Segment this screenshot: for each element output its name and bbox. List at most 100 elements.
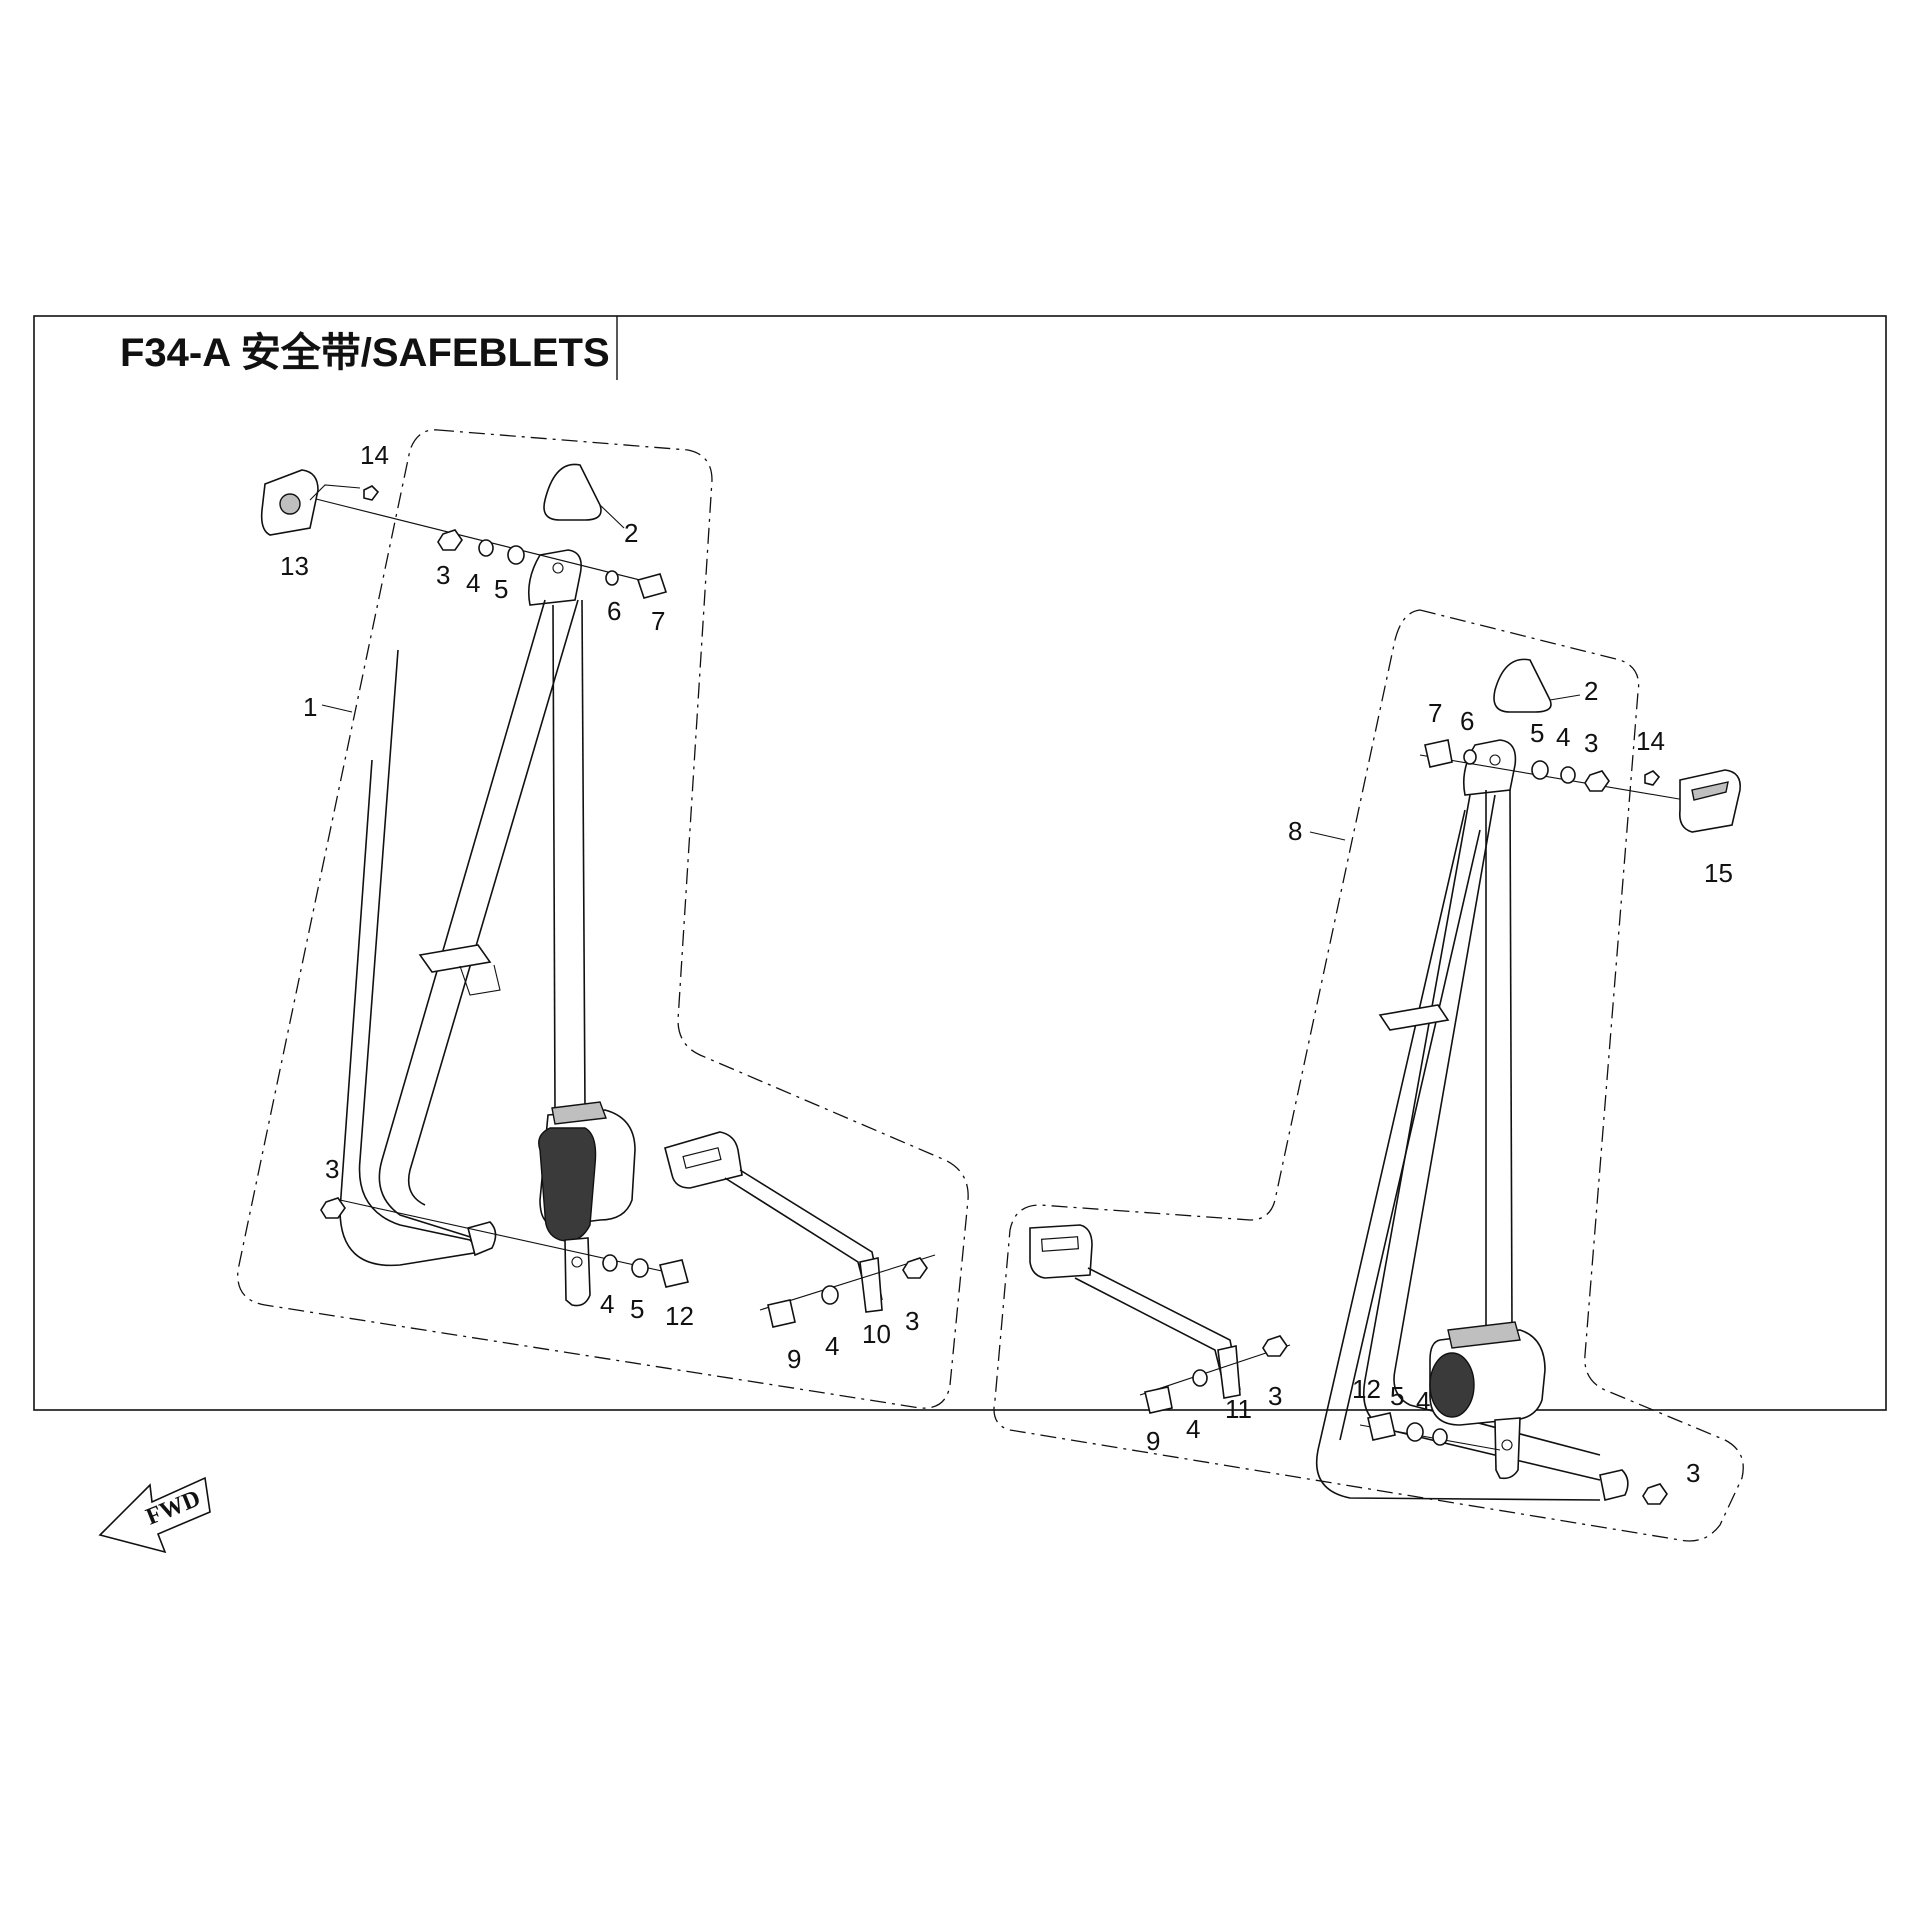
left-slider-strap xyxy=(459,964,501,996)
left-upper-axis xyxy=(299,494,661,586)
left-upper-washer-6 xyxy=(605,570,619,586)
left-lower-washer-4 xyxy=(602,1254,618,1272)
right-lower-anchor xyxy=(1599,1469,1629,1501)
right-retractor-bracket xyxy=(1494,1417,1521,1480)
drawing-frame xyxy=(33,315,1887,1411)
callout-l7: 7 xyxy=(651,606,665,636)
leader-r8 xyxy=(1309,831,1346,841)
callout-l3b: 3 xyxy=(325,1154,339,1184)
right-buckle-bolt-9 xyxy=(1144,1386,1173,1414)
callout-l3a: 3 xyxy=(436,560,450,590)
callout-r5b: 5 xyxy=(1390,1381,1404,1411)
left-lower-nut-3 xyxy=(320,1197,346,1219)
callout-r3b: 3 xyxy=(1268,1381,1282,1411)
callout-l6: 6 xyxy=(607,596,621,626)
left-retractor-cover xyxy=(538,1127,597,1242)
callout-l5a: 5 xyxy=(494,574,508,604)
right-buckle-nut-3 xyxy=(1262,1335,1288,1357)
left-upper-anchor-hole xyxy=(552,562,564,574)
callout-r8: 8 xyxy=(1288,816,1302,846)
fwd-arrow-shape xyxy=(98,1476,211,1554)
right-lap-belt xyxy=(1316,809,1601,1501)
right-upper-nut-3 xyxy=(1584,770,1610,792)
leader-r2 xyxy=(1549,694,1581,701)
callout-r2: 2 xyxy=(1584,676,1598,706)
left-buckle-bracket xyxy=(859,1257,883,1313)
right-group-outline xyxy=(993,609,1744,1542)
left-buckle-bolt-9 xyxy=(767,1299,796,1328)
left-group-outline xyxy=(237,429,969,1409)
right-lap-belt-edge xyxy=(1339,829,1481,1441)
right-upper-axis xyxy=(1419,754,1686,801)
right-vertical-webbing-edge xyxy=(1509,789,1513,1331)
callout-l12: 12 xyxy=(665,1301,694,1331)
left-upper-washer-5 xyxy=(507,545,525,565)
right-lower-bolt-12 xyxy=(1367,1412,1396,1441)
callout-r5: 5 xyxy=(1530,718,1544,748)
left-shoulder-webbing xyxy=(378,599,546,1241)
callout-r3: 3 xyxy=(1584,728,1598,758)
callout-r15: 15 xyxy=(1704,858,1733,888)
right-buckle-head xyxy=(1029,1224,1093,1279)
callout-r12: 12 xyxy=(1352,1374,1381,1404)
right-retractor-hole xyxy=(1501,1439,1513,1451)
callout-l2: 2 xyxy=(624,518,638,548)
right-cover-15-detail xyxy=(1691,781,1729,801)
left-shoulder-webbing-edge xyxy=(407,599,579,1206)
callout-r6: 6 xyxy=(1460,706,1474,736)
left-retractor-top xyxy=(551,1101,607,1125)
callout-r4: 4 xyxy=(1556,722,1570,752)
left-upper-nut-3 xyxy=(437,529,463,551)
callout-r11: 11 xyxy=(1225,1394,1252,1424)
right-upper-anchor-hole xyxy=(1489,754,1501,766)
right-shoulder-webbing-edge xyxy=(1393,794,1601,1456)
right-retractor-spool xyxy=(1429,1352,1475,1418)
right-lower-washer-4 xyxy=(1432,1428,1448,1446)
callout-r9: 9 xyxy=(1146,1426,1160,1456)
callout-r4b: 4 xyxy=(1186,1414,1200,1444)
fwd-arrow: FWD xyxy=(98,1476,211,1554)
left-upper-bolt-7 xyxy=(636,573,668,599)
left-cover-13-boss xyxy=(279,493,301,515)
left-buckle-cable xyxy=(724,1177,869,1301)
right-upper-washer-5 xyxy=(1531,760,1549,780)
left-lower-axis xyxy=(339,1199,681,1276)
callout-l4c: 4 xyxy=(825,1331,839,1361)
right-upper-washer-6 xyxy=(1463,749,1477,765)
left-upper-washer-4 xyxy=(478,539,494,557)
leader-l1 xyxy=(321,704,353,713)
left-lower-anchor xyxy=(467,1221,497,1257)
right-upper-anchor xyxy=(1462,739,1517,796)
right-cover-15 xyxy=(1678,769,1742,833)
right-nut-14 xyxy=(1644,770,1661,786)
callout-r4c: 4 xyxy=(1416,1386,1430,1416)
left-buckle-nut-3 xyxy=(902,1257,928,1279)
left-buckle-washer-4 xyxy=(821,1285,839,1305)
callout-l3c: 3 xyxy=(905,1306,919,1336)
callout-r3c: 3 xyxy=(1686,1458,1700,1488)
right-buckle-slot xyxy=(1040,1236,1080,1252)
callout-l4b: 4 xyxy=(600,1289,614,1319)
leader-l2 xyxy=(599,504,625,529)
left-buckle-cable-edge xyxy=(739,1169,883,1301)
right-webbing-guide xyxy=(1493,658,1552,713)
left-lower-bolt-12 xyxy=(659,1259,689,1288)
callout-l4a: 4 xyxy=(466,568,480,598)
right-lower-washer-5 xyxy=(1406,1422,1424,1442)
left-vertical-webbing xyxy=(552,604,556,1111)
right-buckle-cable-edge xyxy=(1087,1267,1241,1391)
left-slider-tab xyxy=(418,944,492,973)
callout-r14: 14 xyxy=(1636,726,1665,756)
callout-l14: 14 xyxy=(360,440,389,470)
right-buckle-bracket xyxy=(1217,1345,1241,1399)
left-buckle-slot xyxy=(682,1147,722,1169)
right-upper-washer-4 xyxy=(1560,766,1576,784)
right-buckle-washer-4 xyxy=(1192,1369,1208,1387)
left-vertical-webbing-edge xyxy=(581,599,586,1111)
left-upper-anchor xyxy=(527,549,582,606)
callout-l5b: 5 xyxy=(630,1294,644,1324)
right-retractor-top xyxy=(1447,1321,1521,1349)
callout-l9: 9 xyxy=(787,1344,801,1374)
left-retractor-hole xyxy=(571,1256,583,1268)
